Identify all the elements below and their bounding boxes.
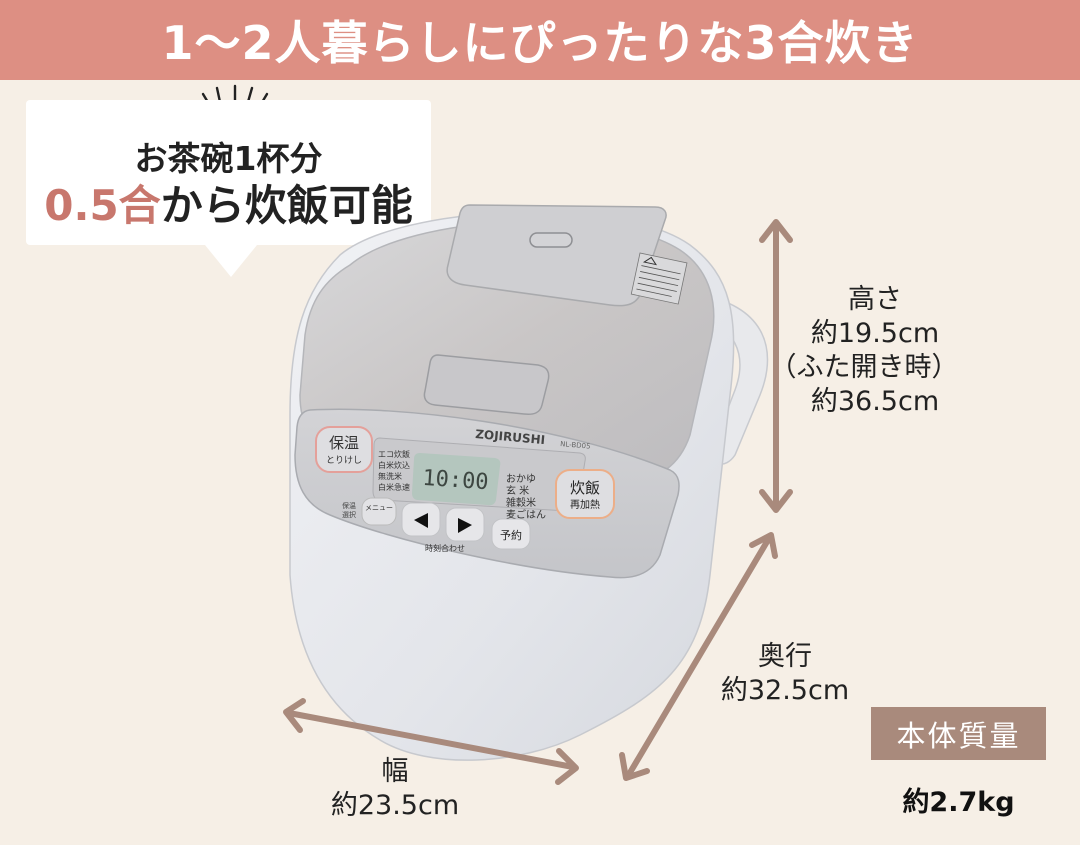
header-banner: 1〜2人暮らしにぴったりな3合炊き [0, 0, 1080, 80]
width-dimension: 幅 約23.5cm [315, 755, 475, 823]
callout-headline: 0.5合から炊飯可能 [26, 172, 431, 233]
callout-tail [205, 245, 257, 277]
svg-text:保温: 保温 [342, 501, 356, 510]
svg-text:無洗米: 無洗米 [378, 471, 402, 481]
width-value: 約23.5cm [330, 790, 460, 821]
weight-value: 約2.7kg [902, 787, 1015, 818]
banner-title: 1〜2人暮らしにぴったりな3合炊き [161, 16, 919, 70]
weight-badge: 本体質量 [871, 707, 1046, 760]
svg-text:おかゆ: おかゆ [506, 473, 536, 485]
svg-text:予約: 予約 [500, 528, 522, 542]
svg-text:麦ごはん: 麦ごはん [506, 508, 546, 521]
svg-text:炊飯: 炊飯 [570, 479, 600, 497]
callout-accent-text: 0.5合 [44, 181, 161, 230]
svg-text:白米急速: 白米急速 [378, 482, 410, 492]
svg-text:選択: 選択 [342, 510, 356, 519]
svg-text:とりけし: とりけし [326, 455, 362, 466]
depth-label: 奥行 [758, 641, 812, 672]
rice-cooker-image: 保温 とりけし ZOJIRUSHI NL-BD05 10:00 エコ炊飯 白米炊… [289, 204, 769, 761]
height-value: 約19.5cm [810, 318, 940, 349]
keep-warm-button-label: 保温 [329, 434, 359, 452]
height-open-label: （ふた開き時） [769, 352, 959, 383]
svg-text:メニュー: メニュー [365, 504, 393, 512]
svg-text:10:00: 10:00 [422, 466, 490, 496]
svg-text:ZOJIRUSHI: ZOJIRUSHI [475, 427, 546, 447]
height-label: 高さ [848, 284, 902, 315]
height-dimension: 高さ 約19.5cm （ふた開き時） 約36.5cm [770, 283, 960, 419]
callout-rest-text: から炊飯可能 [160, 181, 413, 230]
feature-callout: お茶碗1杯分 0.5合から炊飯可能 [26, 100, 431, 245]
svg-text:白米炊込: 白米炊込 [378, 460, 410, 470]
svg-text:雑穀米: 雑穀米 [506, 496, 536, 509]
callout-subtitle: お茶碗1杯分 [134, 139, 323, 178]
svg-text:NL-BD05: NL-BD05 [560, 440, 591, 451]
width-label: 幅 [381, 756, 409, 787]
svg-text:再加熱: 再加熱 [570, 498, 600, 511]
svg-text:時刻合わせ: 時刻合わせ [425, 543, 465, 553]
depth-dimension: 奥行 約32.5cm [700, 640, 870, 708]
svg-text:玄 米: 玄 米 [506, 484, 529, 497]
depth-value: 約32.5cm [720, 675, 850, 706]
height-open-value: 約36.5cm [810, 386, 940, 417]
svg-text:エコ炊飯: エコ炊飯 [378, 449, 410, 459]
